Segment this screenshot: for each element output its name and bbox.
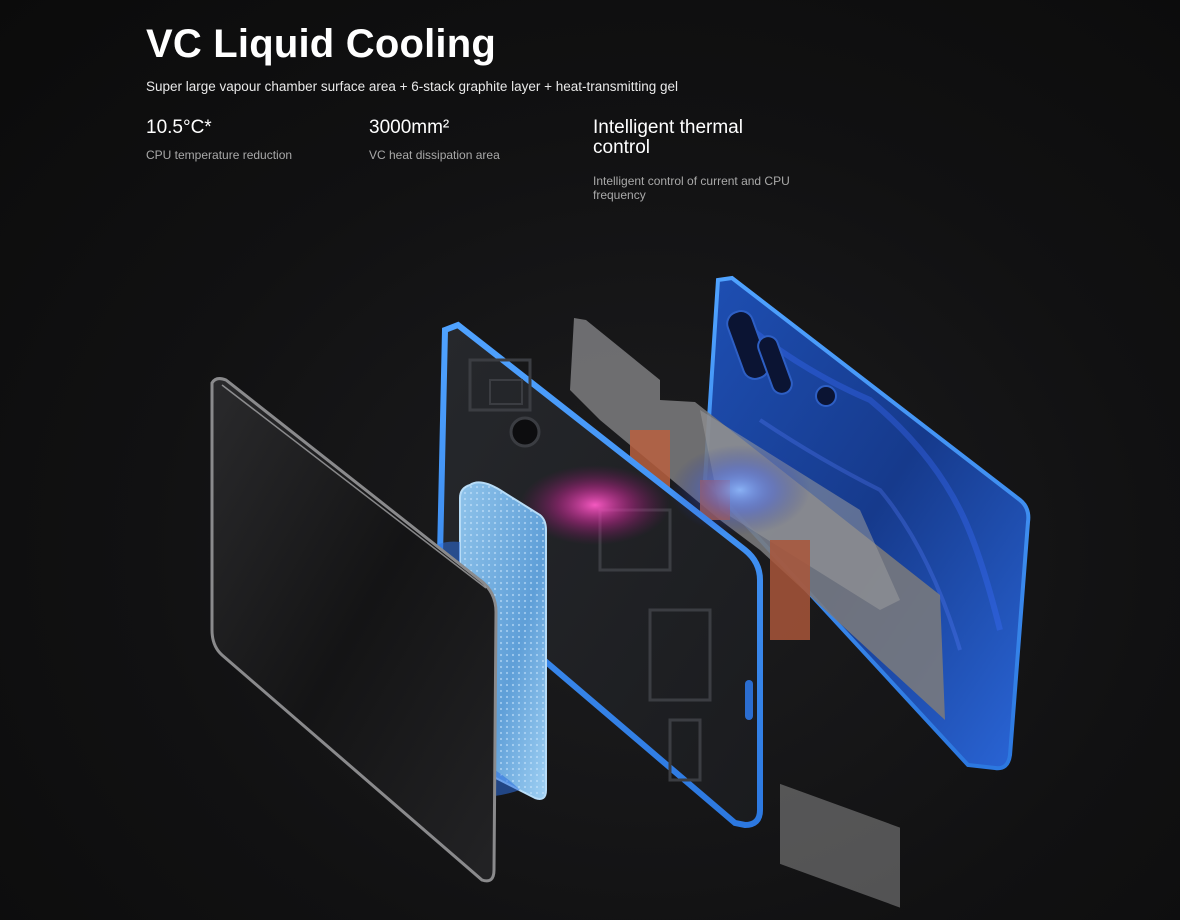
- spec-label: CPU temperature reduction: [146, 148, 293, 162]
- spec-temperature-reduction: 10.5°C* CPU temperature reduction: [146, 117, 293, 163]
- spec-value: Intelligent thermal control: [593, 117, 743, 158]
- page-title: VC Liquid Cooling: [146, 22, 497, 66]
- back-cover-icon: [702, 275, 1031, 771]
- spec-label: VC heat dissipation area: [369, 148, 500, 162]
- heat-glow-pink: [520, 465, 670, 545]
- spec-dissipation-area: 3000mm² VC heat dissipation area: [369, 117, 500, 163]
- exploded-phone-illustration: [210, 275, 1031, 908]
- display-panel-icon: [210, 377, 498, 883]
- heat-glow-blue: [670, 445, 810, 535]
- page-subtitle: Super large vapour chamber surface area …: [146, 79, 679, 94]
- spec-label: Intelligent control of current and CPU f…: [593, 174, 790, 202]
- spec-value: 3000mm²: [369, 117, 450, 138]
- spec-value: 10.5°C*: [146, 117, 212, 138]
- spec-thermal-control: Intelligent thermal control Intelligent …: [593, 117, 803, 203]
